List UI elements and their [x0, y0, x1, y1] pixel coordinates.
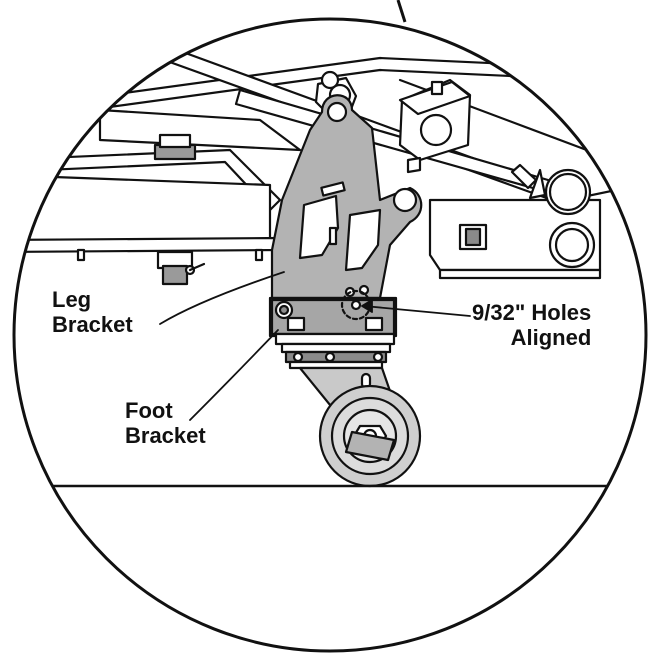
- foot-bracket-label-line2: Bracket: [125, 423, 206, 448]
- detail-circle: [12, 17, 648, 653]
- circle-contents: [14, 38, 646, 488]
- leader-leg-bracket: [159, 271, 285, 325]
- caster-wheel: [318, 384, 422, 488]
- foot-bracket-label: Foot Bracket: [125, 398, 206, 448]
- leg-bracket-label-line2: Bracket: [52, 312, 133, 337]
- leader-foot-bracket: [189, 329, 279, 421]
- leg-bracket-label: Leg Bracket: [52, 287, 133, 337]
- leader-lines: [159, 271, 471, 421]
- right-frame: [428, 163, 602, 280]
- leg-bracket-label-line1: Leg: [52, 287, 92, 312]
- holes-aligned-label-line1: 9/32" Holes: [472, 300, 592, 325]
- leg-bracket: [270, 94, 423, 300]
- clamp-block: [398, 78, 472, 174]
- callout-leader-top: [396, 0, 407, 23]
- holes-aligned-label-line2: Aligned: [510, 325, 592, 350]
- holes-aligned-label: 9/32" Holes Aligned: [472, 300, 591, 350]
- leader-holes-arrow: [361, 299, 373, 313]
- caster-plate: [280, 342, 392, 370]
- foot-bracket: [268, 289, 398, 346]
- foot-bracket-label-line1: Foot: [125, 398, 173, 423]
- leader-holes: [363, 305, 471, 317]
- mounting-plate: [14, 133, 282, 286]
